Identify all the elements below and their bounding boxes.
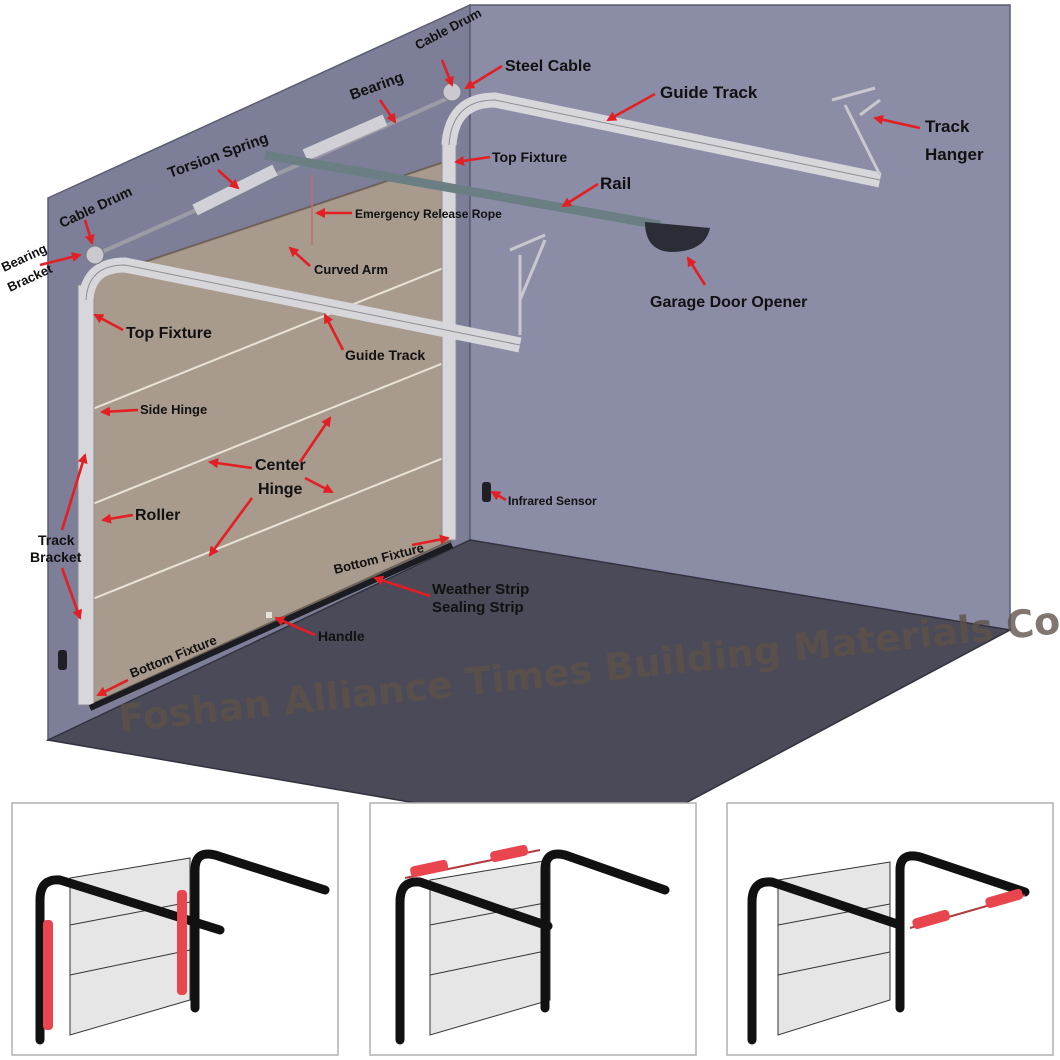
arrow-track-bracket-up [60, 453, 88, 531]
label-top-fixture-right: Top Fixture [492, 149, 567, 165]
mini-door [777, 861, 891, 1036]
spring-highlight [177, 890, 187, 995]
arrow-cable-drum-top [440, 59, 454, 87]
door-section-line [89, 359, 452, 506]
arrow-center-hinge-right [304, 476, 334, 494]
mini-track-left [35, 875, 225, 1045]
label-rail: Rail [600, 174, 631, 193]
cable-drum-top [442, 82, 462, 102]
arrow-roller [101, 513, 134, 524]
label-weather-strip: Weather Strip [432, 581, 529, 598]
spring-highlight [410, 859, 449, 878]
arrow-top-fixture-right [454, 155, 491, 166]
arrow-center-hinge-up [298, 416, 332, 463]
door-section-line [89, 264, 452, 411]
weather-strip [88, 542, 454, 711]
arrow-top-fixture-left [93, 313, 124, 332]
label-center-hinge-line2: Hinge [258, 481, 303, 498]
cable-drum-left [85, 245, 105, 265]
label-emergency-release-rope: Emergency Release Rope [355, 207, 502, 221]
arrow-bottom-fixture-left [96, 678, 129, 697]
spring-highlight [43, 920, 53, 1030]
track-hanger [509, 233, 547, 335]
label-track-bracket-line1: Track [38, 532, 75, 548]
arrow-bearing [378, 99, 397, 124]
mini-track-left [747, 877, 905, 1045]
arrow-guide-track-top [606, 92, 656, 122]
label-infrared-sensor: Infrared Sensor [508, 494, 597, 508]
spring-highlight [912, 909, 950, 930]
spring-highlight [490, 844, 529, 863]
door-handle [266, 612, 272, 618]
arrow-cable-drum-left [83, 219, 95, 245]
opener-rail [264, 150, 661, 230]
spring-highlight [985, 888, 1023, 909]
arrow-track-bracket-down [60, 567, 82, 620]
mini-door [69, 857, 191, 1036]
infrared-sensor-unit [482, 482, 491, 502]
arrow-curved-arm [288, 246, 311, 267]
arrow-track-hanger [873, 114, 921, 130]
arrow-center-hinge-left [208, 458, 253, 470]
torsion-spring [192, 164, 278, 216]
label-track-hanger-line2: Hanger [925, 145, 984, 164]
label-sealing-strip: Sealing Strip [432, 599, 524, 616]
label-guide-track-top: Guide Track [660, 83, 758, 102]
arrow-bottom-fixture-right [411, 534, 450, 547]
label-garage-door-opener: Garage Door Opener [650, 294, 807, 311]
arrow-rail [561, 182, 599, 208]
arrow-handle [274, 616, 316, 637]
mini-track-right [540, 849, 670, 1013]
track-hanger [831, 86, 882, 176]
mini-track-left [395, 877, 553, 1045]
arrow-torsion-spring [217, 169, 240, 190]
infrared-sensor-left [58, 650, 67, 670]
panel-rear-torsion-spring [726, 802, 1054, 1056]
arrow-steel-cable [464, 64, 503, 90]
label-track-bracket-line2: Bracket [30, 549, 82, 565]
arrow-center-hinge-down [208, 497, 254, 557]
mini-track-right [895, 851, 1030, 1013]
label-curved-arm: Curved Arm [314, 262, 388, 277]
mini-door [429, 859, 551, 1036]
callout-arrows [39, 59, 921, 697]
door-section-line [89, 454, 452, 601]
panel-side-spring [11, 802, 339, 1056]
arrow-infrared-sensor [490, 490, 507, 502]
arrow-side-hinge [100, 406, 139, 417]
label-guide-track-left: Guide Track [345, 347, 425, 363]
label-handle: Handle [318, 628, 365, 644]
arrow-weather-strip [373, 575, 431, 598]
spring-type-panels [11, 802, 1054, 1056]
label-steel-cable: Steel Cable [505, 58, 591, 75]
label-roller: Roller [135, 507, 180, 524]
arrow-bearing-bracket [39, 252, 82, 267]
room-illustration [45, 3, 1013, 839]
label-track-hanger-line1: Track [925, 117, 970, 136]
label-side-hinge: Side Hinge [140, 402, 207, 417]
label-top-fixture-left: Top Fixture [126, 325, 212, 342]
left-vertical-track [77, 284, 95, 706]
arrow-guide-track-left [323, 313, 345, 351]
mini-track-right [190, 849, 330, 1013]
label-center-hinge-line1: Center [255, 457, 306, 474]
panel-front-torsion-spring [369, 802, 697, 1056]
arrow-garage-door-opener [686, 256, 707, 286]
garage-door-opener-unit [645, 222, 710, 252]
